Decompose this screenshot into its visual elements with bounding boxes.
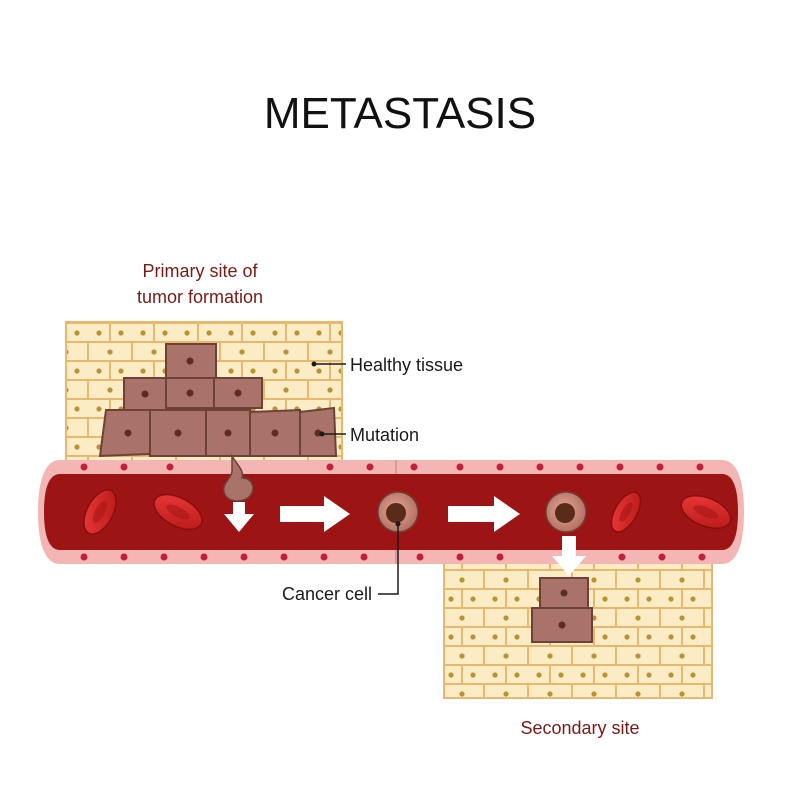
mutation-label: Mutation	[350, 425, 419, 445]
red-blood-cells	[83, 489, 732, 535]
secondary-site-label: Secondary site	[520, 718, 639, 738]
cancer-cell-extravasating	[545, 491, 587, 533]
intravasating-cell	[222, 453, 254, 502]
down-arrow-extravasation	[552, 536, 586, 576]
primary-site-label-line2: tumor formation	[137, 287, 263, 307]
diagram-title: METASTASIS	[264, 89, 536, 138]
secondary-tumor	[531, 577, 593, 643]
right-arrow-1	[280, 496, 350, 532]
down-arrow-intravasation	[224, 502, 254, 532]
healthy-tissue-label: Healthy tissue	[350, 355, 463, 375]
secondary-tissue-block	[443, 559, 713, 699]
right-arrow-2	[448, 496, 520, 532]
cancer-cell-label: Cancer cell	[282, 584, 372, 604]
vessel-wall-dots	[80, 463, 706, 561]
primary-tissue-block	[65, 321, 343, 465]
leader-lines	[311, 361, 401, 595]
primary-site-label-line1: Primary site of	[142, 261, 258, 281]
